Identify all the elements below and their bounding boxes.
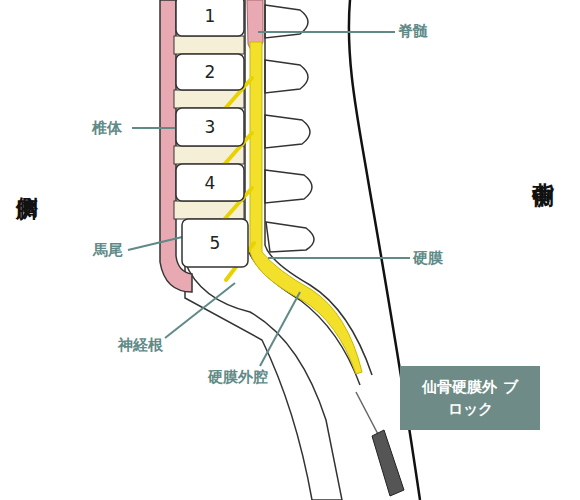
needle [356, 392, 380, 438]
vertebra-body: 4 [176, 164, 244, 201]
vertebra-body: 5 [182, 219, 248, 267]
node-outline [400, 366, 540, 430]
part-label: 馬尾 [93, 241, 123, 260]
spinous-process [265, 60, 308, 93]
node-shape [176, 54, 244, 90]
node-shape [176, 0, 244, 36]
cauda-equina [250, 42, 362, 374]
leader-line [165, 283, 235, 338]
vertebra-number: 2 [205, 62, 216, 82]
vertebra-number: 5 [210, 233, 221, 253]
part-label: 椎体 [92, 119, 122, 138]
canal-wall [265, 0, 372, 375]
part-label: 脊髄 [398, 22, 428, 41]
vertebra-body: 2 [176, 54, 244, 90]
spinous-process [266, 222, 314, 252]
orientation-label: 背中側 [528, 165, 558, 171]
leader-line [260, 292, 300, 366]
vertebra-body: 1 [176, 0, 244, 36]
vertebra-number: 1 [205, 6, 216, 26]
vertebra-number: 3 [205, 117, 216, 137]
spinous-process [265, 115, 310, 148]
node-shape [176, 164, 244, 201]
procedure-box: 仙骨硬膜外 ブロック [400, 366, 540, 430]
box-text: 仙骨硬膜外 ブロック [422, 376, 518, 420]
spinous-process [265, 170, 312, 203]
node-shape [176, 108, 244, 146]
syringe [372, 430, 404, 496]
spinous-process [265, 5, 308, 38]
leader-line [258, 31, 395, 33]
vertebra-number: 4 [205, 173, 216, 193]
part-label: 神経根 [118, 336, 163, 355]
node-shape [400, 366, 540, 430]
orientation-label: 臍側 [12, 178, 42, 182]
disc [174, 36, 244, 54]
vertebra-body: 3 [176, 108, 244, 146]
part-label: 硬膜外腔 [208, 368, 268, 387]
leader-line [268, 257, 410, 259]
part-label: 硬膜 [413, 249, 443, 268]
node-shape [182, 219, 248, 267]
